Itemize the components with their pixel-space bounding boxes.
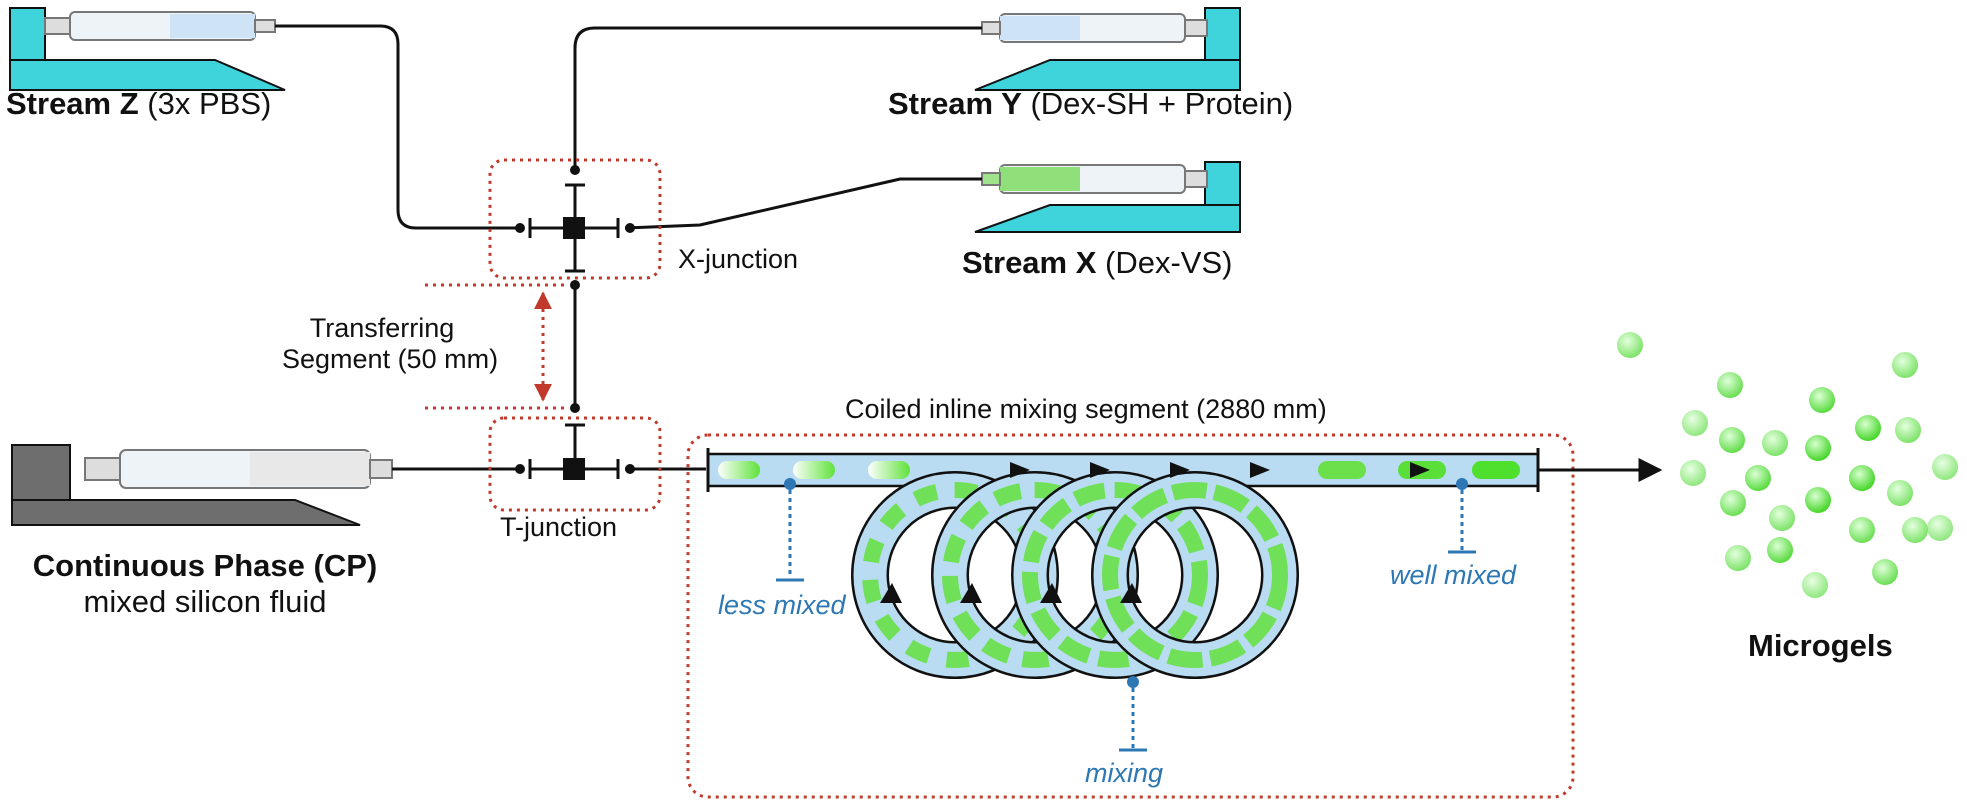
stream-z-detail: (3x PBS) [147, 86, 272, 121]
coil-segment-box [686, 433, 1575, 799]
transfer-segment-indicator [425, 283, 568, 410]
mixing-coils [851, 471, 1299, 679]
coil-segment-label: Coiled inline mixing segment (2880 mm) [845, 394, 1327, 424]
transfer-segment-line2: Segment (50 mm) [282, 344, 499, 374]
syringe-icon [44, 11, 276, 41]
x-junction [488, 158, 662, 290]
t-junction [488, 403, 662, 512]
flow-arrows [880, 462, 1430, 603]
stream-y-name: Stream Y [888, 86, 1022, 121]
mixing-label: mixing [1085, 758, 1164, 788]
transfer-segment-label: Transferring Segment (50 mm) [282, 313, 499, 375]
less-mixed-label: less mixed [718, 590, 846, 620]
stream-x-name: Stream X [962, 245, 1097, 280]
transfer-segment-line1: Transferring [309, 313, 455, 343]
t-junction-label: T-junction [500, 512, 618, 542]
stream-x-detail: (Dex-VS) [1105, 245, 1233, 280]
microgel-icon [1617, 332, 1958, 598]
microgels-label: Microgels [1748, 628, 1893, 663]
tubing-lines [275, 24, 982, 471]
continuous-phase-detail: mixed silicon fluid [83, 584, 327, 619]
x-junction-label: X-junction [678, 244, 799, 274]
continuous-phase-label: Continuous Phase (CP) mixed silicon flui… [10, 548, 400, 620]
syringe-icon [84, 449, 393, 489]
stream-y-detail: (Dex-SH + Protein) [1030, 86, 1294, 121]
pump-continuous-phase [11, 444, 361, 526]
stream-y-label: Stream Y (Dex-SH + Protein) [888, 86, 1293, 122]
syringe-icon [981, 164, 1208, 194]
continuous-phase-name: Continuous Phase (CP) [32, 548, 378, 583]
stream-z-name: Stream Z [6, 86, 139, 121]
stream-x-label: Stream X (Dex-VS) [962, 245, 1232, 281]
mixing-pointers [776, 478, 1476, 752]
stream-z-label: Stream Z (3x PBS) [6, 86, 271, 122]
well-mixed-label: well mixed [1390, 560, 1517, 590]
syringe-icon [981, 13, 1208, 43]
